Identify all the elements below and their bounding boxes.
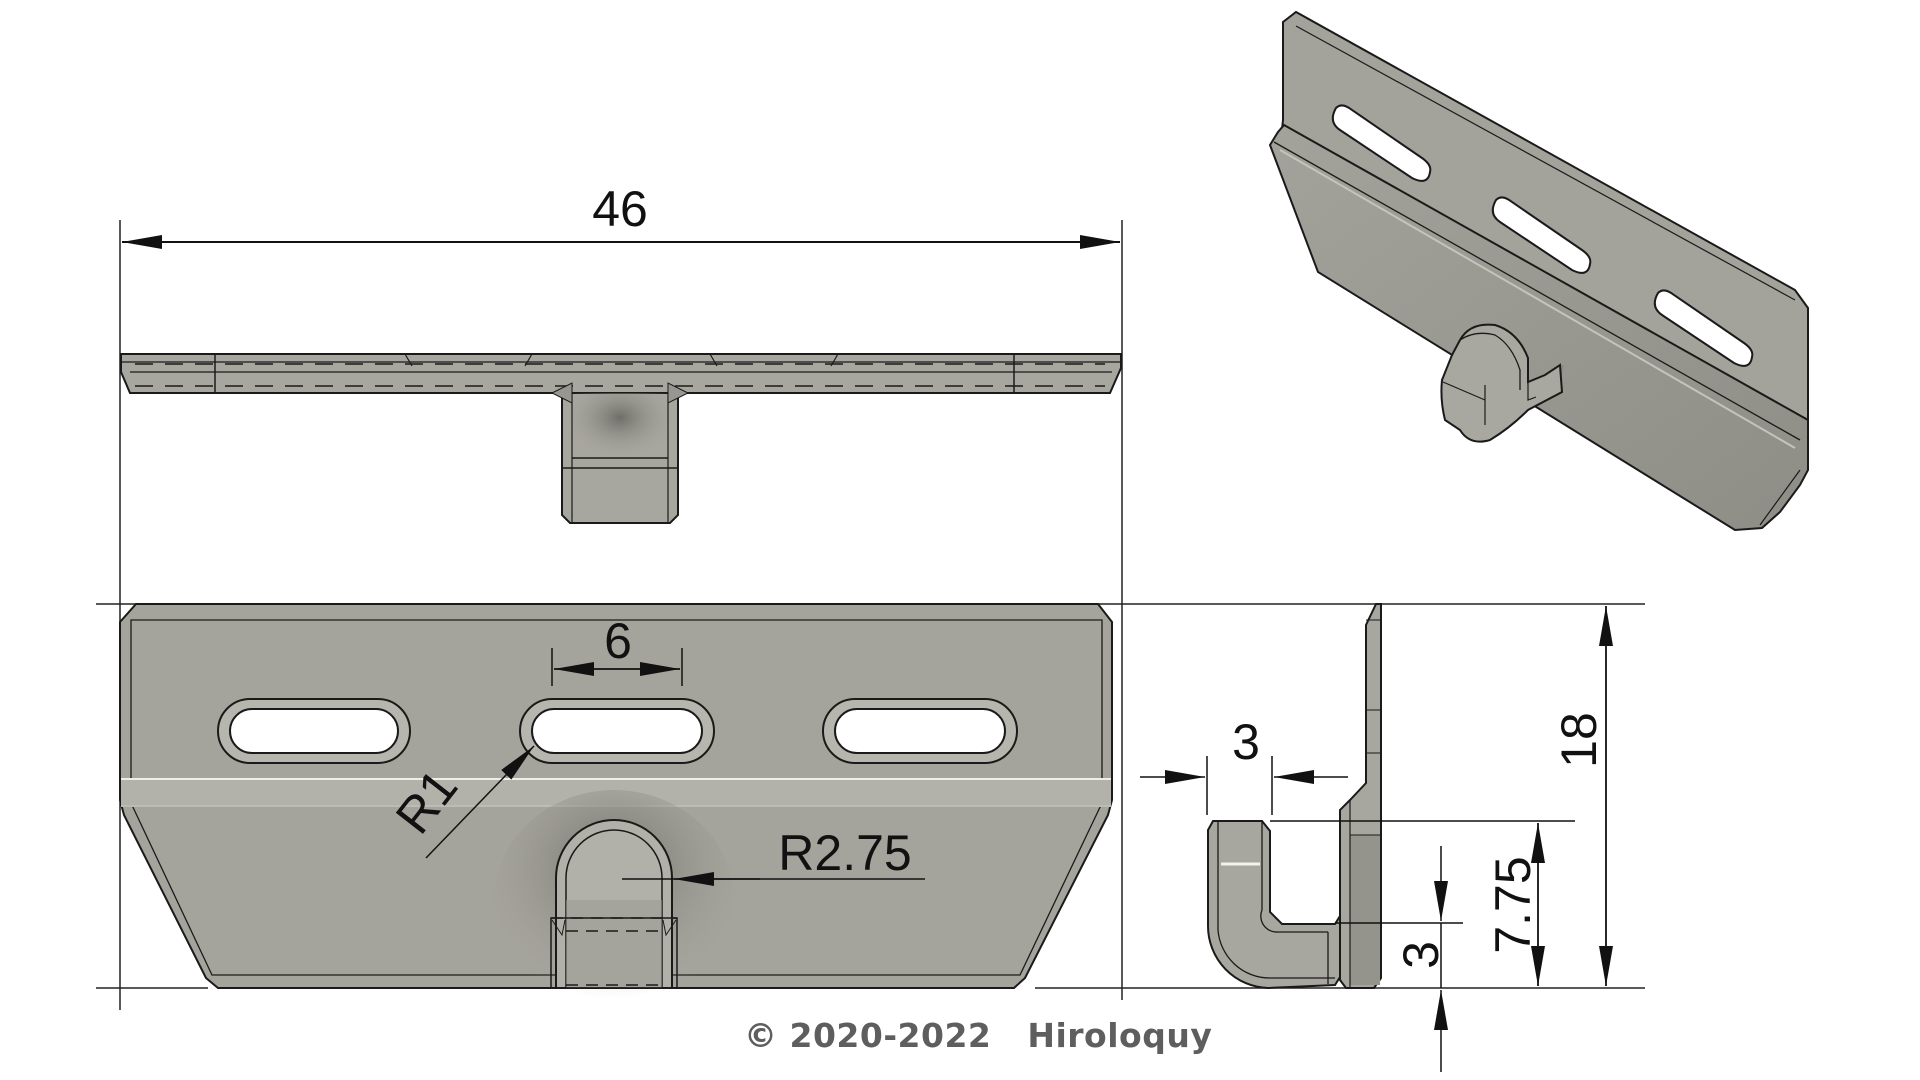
iso-slot-2 — [1491, 196, 1592, 274]
top-view: 46 — [119, 181, 1123, 1010]
top-view-plate — [120, 353, 1122, 394]
dimension-text-hook-bottom: 3 — [1393, 941, 1449, 969]
front-view-hook — [494, 790, 734, 1010]
dimension-text-overall-width: 46 — [592, 181, 648, 237]
dimension-text-hook-height: 7.75 — [1485, 856, 1541, 953]
side-view: 3 7.75 3 18 — [1140, 603, 1613, 1072]
dimension-text-hook-radius: R2.75 — [778, 825, 911, 881]
dimension-46: 46 — [119, 181, 1123, 1010]
copyright-notice: © 2020-2022 Hiroloquy — [744, 1016, 1213, 1055]
slot-left — [217, 698, 411, 764]
dimension-r2-75: R2.75 — [622, 825, 925, 886]
iso-hook — [1440, 323, 1564, 443]
dimension-text-overall-height: 18 — [1551, 712, 1607, 768]
slot-right — [822, 698, 1018, 764]
side-view-hook — [1207, 820, 1341, 990]
dimension-3-vertical: 3 — [1335, 846, 1463, 1072]
iso-slot-1 — [1331, 104, 1432, 182]
iso-slot-3 — [1653, 289, 1754, 367]
dimension-7-75: 7.75 — [1270, 820, 1575, 986]
front-view: 6 R1 R2.75 — [96, 603, 1645, 1010]
dimension-text-slot-length: 6 — [604, 613, 632, 669]
dimension-3-horizontal: 3 — [1140, 714, 1348, 815]
dimension-6: 6 — [551, 613, 683, 686]
iso-view — [1268, 10, 1809, 532]
iso-lower-face — [1268, 123, 1809, 532]
dimension-18: 18 — [1551, 606, 1613, 986]
slot-center — [519, 698, 715, 764]
dimension-text-hook-offset: 3 — [1232, 714, 1260, 770]
